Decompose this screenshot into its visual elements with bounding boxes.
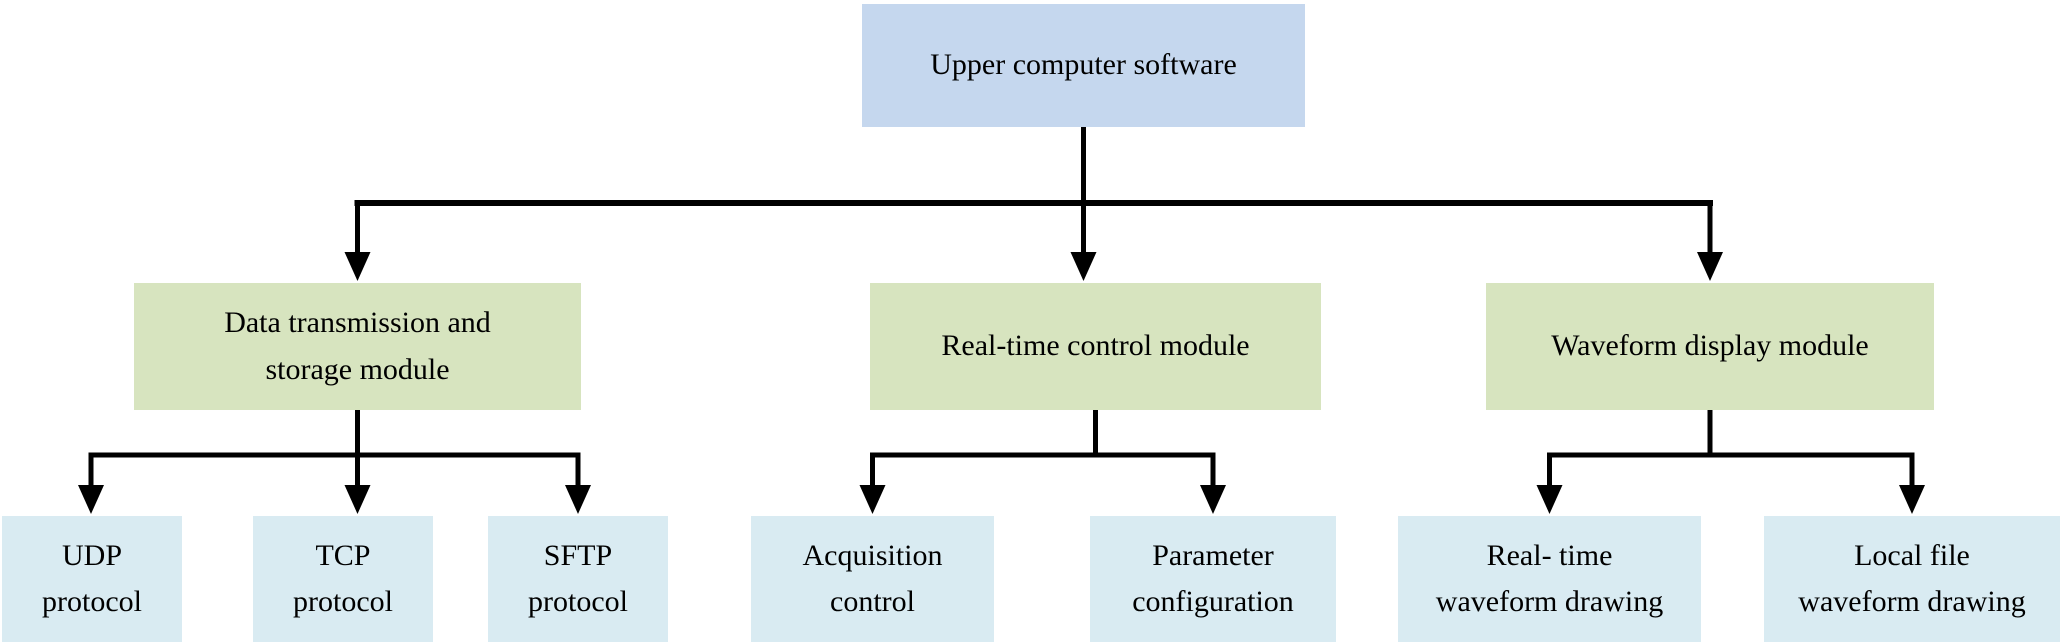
- node-label: SFTP protocol: [528, 538, 628, 619]
- node-label: Real- time waveform drawing: [1435, 538, 1664, 619]
- node-udp-protocol: UDP protocol: [2, 516, 182, 642]
- node-label: Upper computer software: [930, 48, 1237, 82]
- node-label: TCP protocol: [293, 538, 393, 619]
- node-label: Local file waveform drawing: [1798, 538, 2026, 619]
- node-upper-computer-software: Upper computer software: [862, 4, 1305, 127]
- node-local-file-waveform-drawing: Local file waveform drawing: [1764, 516, 2060, 642]
- node-label: Real-time control module: [941, 329, 1250, 363]
- node-label: UDP protocol: [42, 538, 142, 619]
- node-data-transmission-storage-module: Data transmission and storage module: [134, 283, 581, 410]
- node-waveform-display-module: Waveform display module: [1486, 283, 1934, 410]
- node-acquisition-control: Acquisition control: [751, 516, 994, 642]
- connector-group: [78, 127, 1925, 514]
- node-label: Waveform display module: [1551, 329, 1869, 363]
- node-label: Acquisition control: [802, 538, 943, 619]
- node-real-time-control-module: Real-time control module: [870, 283, 1321, 410]
- node-label: Data transmission and storage module: [224, 306, 491, 386]
- node-tcp-protocol: TCP protocol: [253, 516, 433, 642]
- node-label: Parameter configuration: [1132, 538, 1294, 619]
- node-parameter-configuration: Parameter configuration: [1090, 516, 1336, 642]
- node-real-time-waveform-drawing: Real- time waveform drawing: [1398, 516, 1701, 642]
- node-sftp-protocol: SFTP protocol: [488, 516, 668, 642]
